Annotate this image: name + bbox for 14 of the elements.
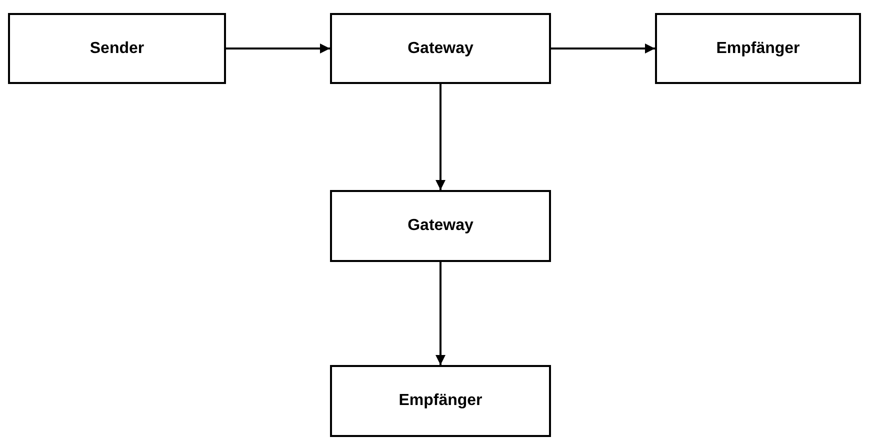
process-box — [8, 13, 226, 84]
box-label: Empfänger — [716, 40, 800, 56]
process-box — [330, 365, 551, 437]
arrow — [226, 44, 330, 54]
process-box — [655, 13, 861, 84]
arrow — [436, 84, 446, 190]
arrow — [551, 44, 655, 54]
arrow — [436, 262, 446, 365]
box-label: Gateway — [408, 217, 474, 234]
process-box — [330, 190, 551, 262]
box-label: Sender — [90, 40, 144, 56]
box-label: Gateway — [408, 40, 474, 56]
process-box — [330, 13, 551, 84]
box-label: Empfänger — [398, 392, 482, 409]
